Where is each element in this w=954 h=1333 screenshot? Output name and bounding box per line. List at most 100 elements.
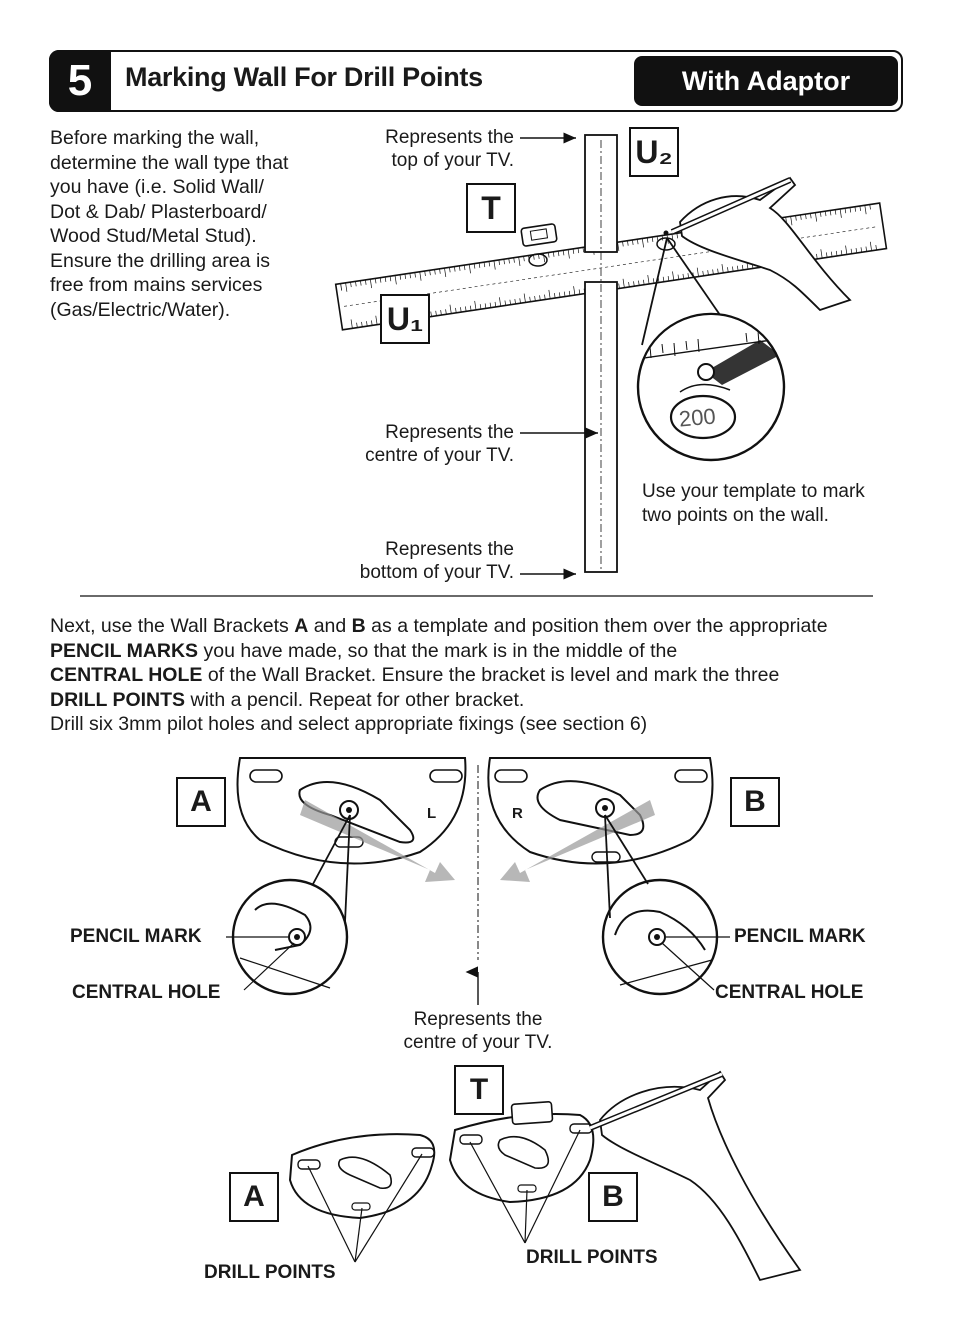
ruler-tick — [860, 247, 863, 253]
ruler-tick — [503, 259, 505, 265]
ruler-tick — [582, 247, 585, 253]
ruler-tick — [578, 289, 581, 295]
ruler-tick — [460, 307, 462, 313]
ruler-tick — [473, 263, 476, 269]
ruler-tick — [741, 264, 744, 271]
ruler-tick — [449, 304, 452, 314]
level-t-box: T — [454, 1065, 504, 1115]
ruler-tick — [519, 298, 521, 304]
ruler-tick — [356, 322, 358, 328]
ruler-tick — [834, 209, 837, 215]
ruler-tick — [859, 205, 861, 211]
ruler-tick — [534, 296, 536, 302]
ruler-tick — [371, 320, 373, 326]
ruler-tick — [409, 273, 411, 279]
ruler-tick — [627, 240, 629, 246]
ruler-tick — [618, 283, 620, 289]
ruler-tick — [548, 289, 551, 299]
ruler-tick — [702, 270, 704, 276]
ruler-tick — [721, 263, 724, 273]
ruler-tick — [489, 302, 492, 308]
ruler-tick — [424, 270, 426, 277]
ruler-tick — [493, 260, 496, 270]
ruler-tick — [394, 275, 397, 285]
ruler-tick — [355, 281, 357, 287]
template-u1-box: U₁ — [380, 294, 430, 344]
ruler-tick — [479, 304, 482, 310]
bracket-l-mark: L — [427, 805, 437, 822]
ruler-tick — [816, 253, 818, 259]
ruler-tick — [375, 315, 378, 325]
ruler-tick — [483, 262, 486, 268]
ruler-tick — [361, 321, 363, 327]
ruler-tick — [647, 275, 650, 285]
ruler-tick — [529, 296, 531, 302]
ruler-tick — [682, 273, 685, 279]
ruler-tick — [785, 217, 787, 223]
ruler-tick — [727, 267, 729, 273]
ruler-tick — [854, 206, 857, 212]
ruler-tick — [643, 279, 645, 285]
ruler-tick — [345, 282, 348, 292]
ruler-tick — [672, 271, 675, 281]
ruler-tick — [445, 309, 447, 315]
ruler-tick — [554, 293, 556, 299]
ruler-tick — [732, 266, 734, 272]
ruler-tick — [712, 269, 714, 275]
ruler-tick — [840, 250, 843, 256]
ruler-tick — [628, 281, 630, 288]
ruler-tick — [474, 300, 477, 310]
ruler-tick — [379, 277, 382, 283]
bracket-a-bottom — [288, 1133, 436, 1220]
ruler-tick — [539, 295, 541, 301]
bracket-b-bottom — [448, 1101, 595, 1204]
ruler-tick — [839, 208, 842, 218]
ruler-tick — [498, 259, 500, 265]
ruler-tick — [419, 271, 422, 281]
ruler-tick — [805, 214, 807, 220]
ruler-tick — [440, 310, 442, 316]
ruler-tick — [562, 250, 565, 256]
ruler-tick — [369, 279, 372, 289]
bracket-a-box-bottom: A — [229, 1172, 279, 1222]
ruler-tick — [494, 301, 497, 307]
ruler-tick — [671, 234, 674, 240]
ruler-tick — [469, 305, 472, 311]
ruler-tick — [399, 274, 402, 280]
ruler-tick — [651, 236, 654, 243]
ruler-tick — [458, 265, 461, 271]
ruler-tick — [820, 249, 823, 259]
with-adaptor-badge: With Adaptor — [634, 56, 898, 106]
ruler-tick — [552, 251, 555, 257]
ruler-tick — [518, 256, 521, 266]
ruler-tick — [676, 233, 678, 239]
instructions: Next, use the Wall Brackets A and B as a… — [50, 615, 828, 735]
ruler-tick — [374, 278, 377, 284]
ruler-tick — [350, 282, 352, 288]
ruler-tick — [478, 262, 481, 268]
ruler-tick — [365, 279, 367, 285]
ruler-tick — [850, 248, 853, 254]
ruler-tick — [795, 215, 797, 221]
ruler-tick — [513, 257, 515, 263]
ruler-tick — [810, 213, 812, 219]
central-hole-label-left: CENTRAL HOLE — [72, 982, 221, 1003]
ruler-tick — [514, 298, 516, 305]
section-title: Marking Wall For Drill Points — [125, 62, 483, 92]
ruler-tick — [360, 280, 362, 286]
ruler-tick — [835, 250, 838, 256]
ruler-tick — [430, 311, 432, 317]
ruler-tick — [454, 266, 456, 272]
ruler-tick — [849, 207, 852, 213]
ruler-tick — [557, 251, 560, 257]
ruler-tick — [869, 204, 871, 210]
ruler-tick — [533, 254, 535, 260]
ruler-tick — [826, 252, 828, 258]
ruler-tick — [435, 310, 437, 316]
